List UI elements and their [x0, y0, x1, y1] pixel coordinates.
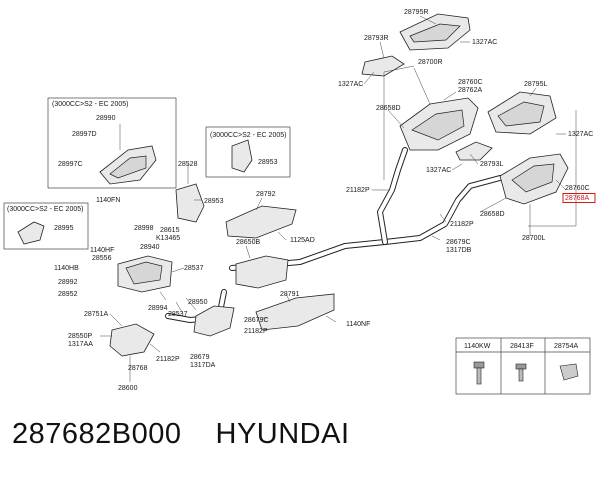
footer-part-number: 287682B000 [12, 418, 182, 450]
sub-box-1-header: (3000CC>S2 - EC 2005) [52, 101, 128, 108]
label-28679: 28679 [190, 354, 210, 361]
label-28556: 28556 [92, 255, 112, 262]
label-28990: 28990 [96, 115, 116, 122]
label-1327AC-left: 1327AC [338, 81, 363, 88]
front-converter-28950 [193, 305, 235, 337]
screw-icon [515, 363, 527, 382]
label-1140NF: 1140NF [346, 321, 370, 328]
center-muffler-28650B [235, 255, 289, 289]
label-28992: 28992 [58, 279, 78, 286]
exhaust-manifold-28940 [117, 255, 173, 293]
label-1140HF: 1140HF [90, 247, 114, 254]
label-28795L: 28795L [524, 81, 547, 88]
label-28768: 28768 [128, 365, 148, 372]
label-28768A: 28768A [565, 195, 589, 202]
converter-28700L [499, 153, 569, 205]
label-28760C-right: 28760C [565, 185, 590, 192]
label-28793R: 28793R [364, 35, 389, 42]
highlight-28768A [562, 193, 596, 203]
label-1317DB: 1317DB [446, 247, 472, 254]
label-1327AC-right: 1327AC [568, 131, 593, 138]
label-21182P-right: 21182P [450, 221, 474, 228]
heat-shield-28795R [399, 13, 471, 51]
label-28795R: 28795R [404, 9, 429, 16]
label-28537-bot: 28537 [168, 311, 188, 318]
converter-28700R [399, 97, 479, 151]
main-outline [383, 65, 577, 227]
footer-caption: 287682B000 HYUNDAI [12, 418, 350, 451]
label-28679C-bot: 28679C [244, 317, 269, 324]
label-28953: 28953 [204, 198, 224, 205]
label-1317AA: 1317AA [68, 341, 93, 348]
label-28792: 28792 [256, 191, 276, 198]
label-28528: 28528 [178, 161, 198, 168]
label-28658D-top: 28658D [376, 105, 401, 112]
label-28760C-top: 28760C [458, 79, 483, 86]
label-1125AD: 1125AD [290, 237, 315, 244]
label-1140HB: 1140HB [54, 265, 79, 272]
label-28600: 28600 [118, 385, 138, 392]
label-28550P: 28550P [68, 333, 92, 340]
label-28700R: 28700R [418, 59, 443, 66]
fastener-col-2: 28413F [510, 343, 534, 350]
front-pipe-28600 [109, 323, 155, 357]
label-21182P-top: 21182P [346, 187, 370, 194]
heat-shield-28791 [255, 293, 335, 331]
heat-shield-28953 [175, 183, 205, 223]
heat-shield-28793L [455, 141, 493, 161]
warmup-converter-28990 [99, 145, 157, 185]
fastener-table: 1140KW 28413F 28754A [455, 337, 591, 395]
label-21182P-bot: 21182P [156, 356, 180, 363]
label-1327AC-mid: 1327AC [426, 167, 451, 174]
label-21182P-low: 21182P [244, 328, 268, 335]
heat-shield-28953-box [231, 139, 253, 173]
label-1327AC-top: 1327AC [472, 39, 497, 46]
label-28658D-right: 28658D [480, 211, 505, 218]
label-28940: 28940 [140, 244, 160, 251]
heat-shield-28792 [225, 205, 297, 239]
label-28537-top: 28537 [184, 265, 204, 272]
label-28791: 28791 [280, 291, 300, 298]
label-28997D: 28997D [72, 131, 97, 138]
label-28998: 28998 [134, 225, 154, 232]
label-28994: 28994 [148, 305, 168, 312]
part-labels: 28795R 28793R 1327AC 28700R 1327AC 28760… [54, 9, 593, 392]
label-28679C-right: 28679C [446, 239, 471, 246]
label-1317DA: 1317DA [190, 362, 216, 369]
label-28615: 28615 [160, 227, 180, 234]
label-28953-box: 28953 [258, 159, 278, 166]
footer-brand: HYUNDAI [215, 418, 350, 450]
clip-icon [559, 363, 579, 381]
heat-shield-28795L [487, 91, 557, 135]
label-28950: 28950 [188, 299, 208, 306]
label-28650B: 28650B [236, 239, 260, 246]
label-28751A: 28751A [84, 311, 108, 318]
fastener-col-1: 1140KW [464, 343, 491, 350]
label-28952: 28952 [58, 291, 78, 298]
label-28793L: 28793L [480, 161, 503, 168]
label-1140FN: 1140FN [96, 197, 120, 204]
bracket-28995 [17, 221, 45, 245]
label-28762A: 28762A [458, 87, 482, 94]
sub-box-1: (3000CC>S2 - EC 2005) [47, 97, 177, 189]
fastener-col-3: 28754A [554, 343, 578, 350]
leader-lines [100, 15, 567, 382]
label-28997C: 28997C [58, 161, 83, 168]
sub-box-3: (3000CC>S2 - EC 2005) [3, 202, 89, 250]
heat-shield-28793R [361, 55, 405, 77]
sub-box-3-header: (3000CC>S2 - EC 2005) [7, 206, 83, 213]
label-28700L: 28700L [522, 235, 545, 242]
label-K13465: K13465 [156, 235, 180, 242]
label-28995: 28995 [54, 225, 74, 232]
sub-box-2-header: (3000CC>S2 - EC 2005) [210, 132, 286, 139]
sub-box-2: (3000CC>S2 - EC 2005) [205, 126, 291, 178]
bolt-icon [473, 361, 485, 385]
